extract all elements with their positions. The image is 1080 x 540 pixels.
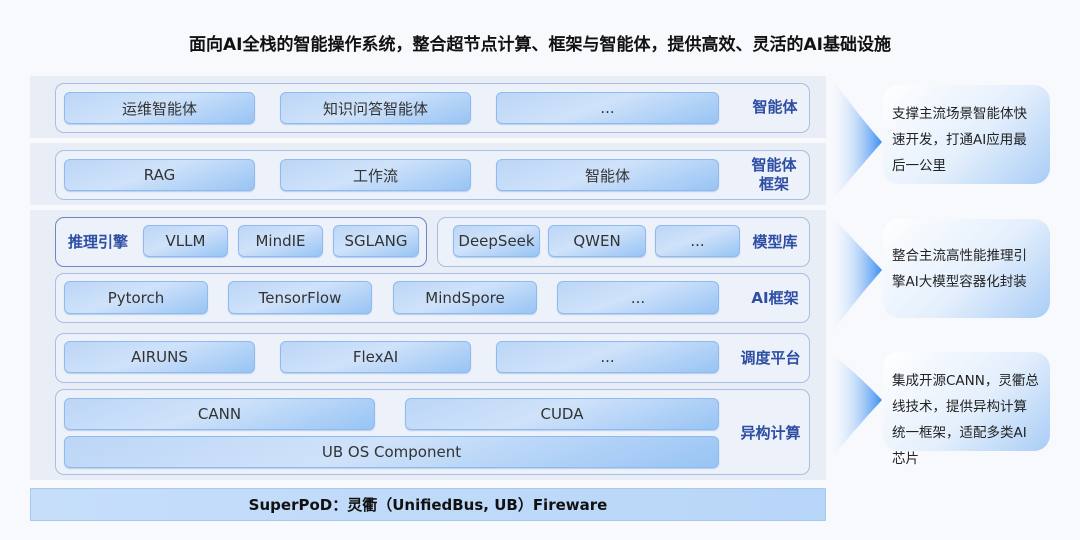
model-chip[interactable]: DeepSeek (453, 225, 540, 257)
ai-framework-chip[interactable]: MindSpore (393, 281, 537, 314)
agent-layer-label: 智能体 (752, 98, 798, 116)
model-chip[interactable]: QWEN (548, 225, 646, 257)
ai-framework-chip[interactable]: Pytorch (64, 281, 208, 314)
agent-framework-chip[interactable]: 工作流 (280, 159, 471, 191)
model-library-label: 模型库 (752, 233, 798, 251)
agent-framework-chip[interactable]: RAG (64, 159, 255, 191)
scheduling-chip[interactable]: AIRUNS (64, 341, 255, 373)
arrow-icon (826, 210, 882, 340)
heterogeneous-label: 异构计算 (740, 424, 801, 442)
ai-framework-chip[interactable]: ... (557, 281, 719, 314)
inference-chip[interactable]: MindIE (238, 225, 323, 257)
superpod-bar: SuperPoD：灵衢（UnifiedBus, UB）Fireware (30, 488, 826, 521)
callout-inference: 整合主流高性能推理引擎AI大模型容器化封装 (883, 219, 1050, 318)
agent-framework-label: 智能体框架 (751, 156, 797, 193)
heterogeneous-chip[interactable]: CANN (64, 398, 375, 430)
callout-arrows (826, 70, 882, 465)
agent-framework-chip[interactable]: 智能体 (496, 159, 719, 191)
arrow-icon (826, 350, 882, 465)
heterogeneous-chip[interactable]: CUDA (405, 398, 719, 430)
agent-chip[interactable]: ... (496, 92, 719, 124)
inference-engine-label: 推理引擎 (67, 233, 128, 251)
inference-chip[interactable]: VLLM (143, 225, 228, 257)
ai-framework-label: AI框架 (751, 289, 799, 307)
arrow-icon (826, 70, 882, 208)
callout-agent: 支撑主流场景智能体快速开发，打通AI应用最后一公里 (883, 85, 1050, 184)
scheduling-label: 调度平台 (740, 349, 801, 367)
inference-chip[interactable]: SGLANG (333, 225, 419, 257)
agent-chip[interactable]: 知识问答智能体 (280, 92, 471, 124)
ai-framework-chip[interactable]: TensorFlow (228, 281, 372, 314)
page-title: 面向AI全栈的智能操作系统，整合超节点计算、框架与智能体，提供高效、灵活的AI基… (189, 35, 891, 55)
scheduling-chip[interactable]: FlexAI (280, 341, 471, 373)
agent-chip[interactable]: 运维智能体 (64, 92, 255, 124)
scheduling-chip[interactable]: ... (496, 341, 719, 373)
callout-heterogeneous: 集成开源CANN，灵衢总线技术，提供异构计算统一框架，适配多类AI芯片 (883, 352, 1050, 467)
heterogeneous-chip[interactable]: UB OS Component (64, 436, 719, 468)
model-chip[interactable]: ... (655, 225, 740, 257)
